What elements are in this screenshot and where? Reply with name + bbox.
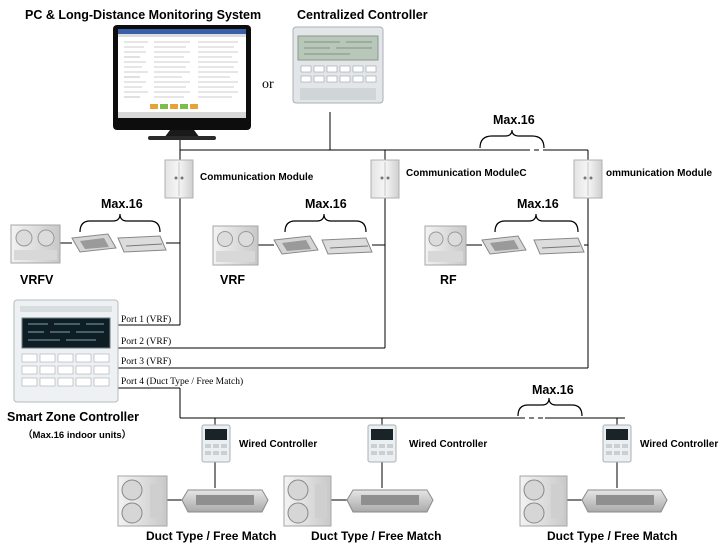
duct-label-1: Duct Type / Free Match	[146, 529, 276, 543]
wired-controller-1-label: Wired Controller	[239, 439, 317, 450]
vrf-outdoor-unit-2-icon	[212, 225, 259, 266]
connection-lines	[60, 112, 625, 501]
port2-label: Port 2 (VRF)	[121, 336, 171, 347]
vrf-outdoor-unit-3-icon	[424, 225, 467, 266]
duct-indoor-unit-2-icon	[321, 237, 373, 255]
duct-indoor-unit-3-icon	[533, 237, 585, 255]
max-group1-label: Max.16	[101, 197, 143, 211]
duct-unit-bottom-1-icon	[181, 489, 269, 513]
port1-label: Port 1 (VRF)	[121, 314, 171, 325]
wired-controller-3-label: Wired Controller	[640, 439, 718, 450]
brace-bottom-wired	[517, 397, 583, 417]
smart-zone-controller-icon	[13, 299, 119, 403]
centralized-controller-title: Centralized Controller	[297, 8, 428, 22]
wired-controller-2-icon	[367, 424, 397, 463]
max-top-label: Max.16	[493, 113, 535, 127]
group2-label: VRF	[220, 273, 245, 287]
brace-top-modules	[479, 129, 545, 149]
cassette-indoor-unit-3-icon	[481, 235, 527, 255]
mini-outdoor-unit-1-icon	[117, 475, 168, 527]
or-label: or	[262, 77, 274, 92]
duct-label-2: Duct Type / Free Match	[311, 529, 441, 543]
brace-group2	[284, 213, 367, 233]
communication-module-1-icon	[164, 159, 194, 199]
duct-indoor-unit-1-icon	[117, 235, 167, 253]
group3-label: RF	[440, 273, 457, 287]
smart-zone-subtitle: （Max.16 indoor units）	[23, 429, 131, 441]
wired-controller-1-icon	[201, 424, 231, 463]
mini-outdoor-unit-2-icon	[283, 475, 332, 527]
cassette-indoor-unit-1-icon	[71, 233, 117, 253]
max-group3-label: Max.16	[517, 197, 559, 211]
max-group2-label: Max.16	[305, 197, 347, 211]
brace-group3	[494, 213, 579, 233]
module1-label: Communication Module	[200, 172, 314, 183]
cassette-indoor-unit-2-icon	[273, 235, 319, 255]
port4-label: Port 4 (Duct Type / Free Match)	[121, 376, 243, 387]
pc-system-title: PC & Long-Distance Monitoring System	[25, 8, 261, 22]
communication-module-3-icon	[573, 159, 603, 199]
wired-controller-3-icon	[602, 424, 632, 463]
mini-outdoor-unit-3-icon	[519, 475, 568, 527]
brace-group1	[79, 213, 161, 233]
duct-label-3: Duct Type / Free Match	[547, 529, 677, 543]
module3-label: ommunication Module	[606, 168, 713, 179]
pc-monitor-icon	[113, 25, 251, 140]
wired-controller-2-label: Wired Controller	[409, 439, 487, 450]
vrf-outdoor-unit-1-icon	[10, 224, 61, 264]
communication-module-2-icon	[370, 159, 400, 199]
duct-unit-bottom-2-icon	[346, 489, 434, 513]
port3-label: Port 3 (VRF)	[121, 356, 171, 367]
braces	[79, 129, 583, 417]
module2-label: Communication ModuleC	[406, 168, 527, 179]
max-bottom-label: Max.16	[532, 383, 574, 397]
smart-zone-title: Smart Zone Controller	[7, 410, 139, 424]
group1-label: VRFV	[20, 273, 54, 287]
centralized-controller-icon	[292, 26, 384, 104]
duct-unit-bottom-3-icon	[581, 489, 668, 513]
